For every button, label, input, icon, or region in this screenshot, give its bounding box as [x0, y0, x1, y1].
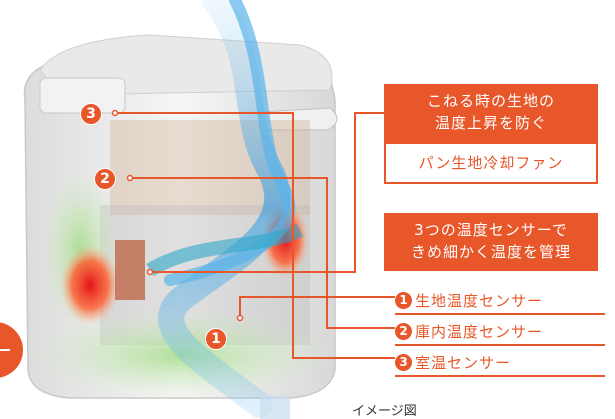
sensor-label-3: 室温センサー	[415, 353, 512, 372]
sensor-row-3: 3 室温センサー	[395, 349, 605, 377]
fan-callout-line1: こねる時の生地の	[426, 92, 555, 110]
fan-callout-label: パン生地冷却ファン	[384, 142, 598, 184]
marker-dough-sensor: 1	[205, 328, 227, 350]
sensor-label-2: 庫内温度センサー	[415, 322, 544, 341]
fan-callout-heading: こねる時の生地の 温度上昇を防ぐ	[384, 84, 598, 142]
sensors-callout-line2: きめ細かく温度を管理	[410, 243, 571, 261]
sensor-list: 1 生地温度センサー 2 庫内温度センサー 3 室温センサー	[395, 287, 605, 380]
sensor-row-2: 2 庫内温度センサー	[395, 318, 605, 346]
image-caption: イメージ図	[352, 404, 417, 419]
sensors-callout-heading: 3つの温度センサーで きめ細かく温度を管理	[384, 213, 598, 271]
sensor-number-3: 3	[395, 353, 412, 371]
marker-chamber-sensor: 2	[94, 168, 116, 190]
marker-room-sensor: 3	[80, 103, 102, 125]
sensor-label-1: 生地温度センサー	[415, 291, 544, 310]
sensor-row-1: 1 生地温度センサー	[395, 287, 605, 315]
sensor-number-1: 1	[395, 291, 412, 309]
sensor-number-2: 2	[395, 322, 412, 340]
fan-callout-line2: 温度上昇を防ぐ	[434, 114, 547, 132]
sensors-callout-line1: 3つの温度センサーで	[414, 221, 568, 239]
